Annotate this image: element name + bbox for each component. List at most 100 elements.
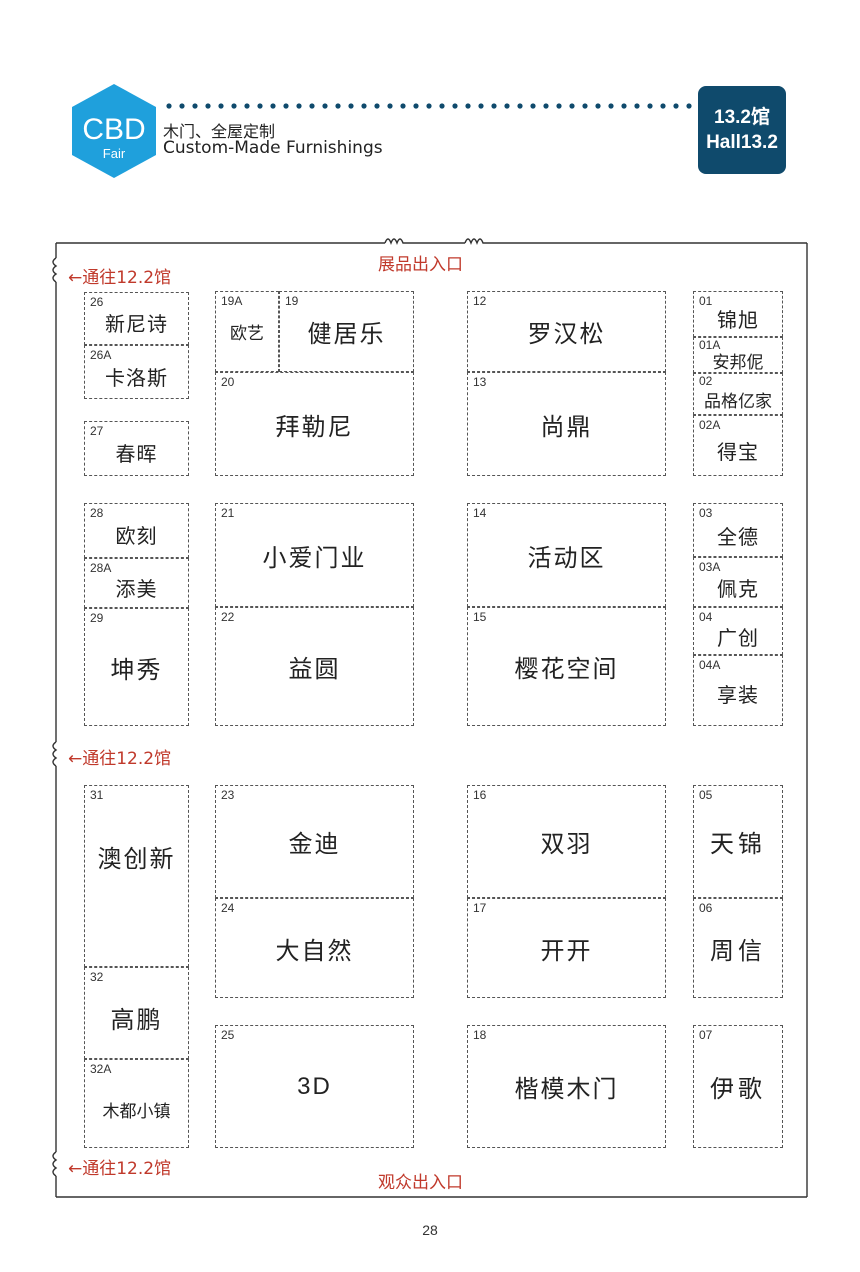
to-hall-12-2-label: ←通往12.2馆 <box>68 749 172 769</box>
booth-17[interactable]: 17 开开 <box>467 898 666 998</box>
booth-02[interactable]: 02 品格亿家 <box>693 373 783 415</box>
booth-number: 02A <box>699 418 721 432</box>
booth-22[interactable]: 22 益圆 <box>215 607 414 726</box>
booth-13[interactable]: 13 尚鼎 <box>467 372 666 476</box>
header-dot <box>556 103 562 109</box>
booth-12[interactable]: 12 罗汉松 <box>467 291 666 372</box>
booth-03[interactable]: 03 全德 <box>693 503 783 557</box>
booth-number: 01A <box>699 338 721 352</box>
booth-19[interactable]: 19 健居乐 <box>279 291 414 372</box>
header-dot <box>387 103 393 109</box>
booth-name: 天锦 <box>710 830 766 858</box>
booth-number: 04A <box>699 658 721 672</box>
booth-26a[interactable]: 26A 卡洛斯 <box>84 345 189 399</box>
booth-number: 24 <box>221 901 235 915</box>
booth-name: 益圆 <box>288 655 341 683</box>
booth-number: 20 <box>221 375 235 389</box>
booth-07[interactable]: 07 伊歌 <box>693 1025 783 1148</box>
booth-number: 14 <box>473 506 487 520</box>
booth-number: 19 <box>285 294 299 308</box>
booth-05[interactable]: 05 天锦 <box>693 785 783 898</box>
header-dot <box>426 103 432 109</box>
booth-name: 春晖 <box>115 442 158 466</box>
header-dot <box>543 103 549 109</box>
booth-29[interactable]: 29 坤秀 <box>84 608 189 726</box>
booth-name: 欧刻 <box>115 524 158 548</box>
booth-name: 坤秀 <box>110 655 163 684</box>
header-dot <box>621 103 627 109</box>
booth-26[interactable]: 26 新尼诗 <box>84 292 189 345</box>
booth-32[interactable]: 32 高鹏 <box>84 967 189 1059</box>
booth-name: 全德 <box>717 524 759 549</box>
header-dot <box>504 103 510 109</box>
header-dot <box>582 103 588 109</box>
booth-01a[interactable]: 01A 安邦伲 <box>693 337 783 373</box>
booth-name: 周信 <box>710 936 766 965</box>
booth-18[interactable]: 18 楷模木门 <box>467 1025 666 1148</box>
booth-14-activity-area[interactable]: 14 活动区 <box>467 503 666 607</box>
booth-number: 15 <box>473 610 487 624</box>
header-dot <box>166 103 172 109</box>
header-dot <box>348 103 354 109</box>
booth-16[interactable]: 16 双羽 <box>467 785 666 898</box>
booth-03a[interactable]: 03A 佩克 <box>693 557 783 607</box>
booth-25[interactable]: 25 3D <box>215 1025 414 1148</box>
booth-28a[interactable]: 28A 添美 <box>84 558 189 608</box>
header-dot <box>257 103 263 109</box>
booth-15[interactable]: 15 樱花空间 <box>467 607 666 726</box>
booth-number: 18 <box>473 1028 487 1042</box>
header-dot <box>270 103 276 109</box>
booth-27[interactable]: 27 春晖 <box>84 421 189 476</box>
booth-24[interactable]: 24 大自然 <box>215 898 414 998</box>
booth-number: 32A <box>90 1062 112 1076</box>
booth-32a[interactable]: 32A 木都小镇 <box>84 1059 189 1148</box>
booth-20[interactable]: 20 拜勒尼 <box>215 372 414 476</box>
booth-02a[interactable]: 02A 得宝 <box>693 415 783 476</box>
booth-01[interactable]: 01 锦旭 <box>693 291 783 337</box>
header-dot <box>517 103 523 109</box>
header-dot <box>478 103 484 109</box>
header-dot <box>374 103 380 109</box>
booth-31[interactable]: 31 澳创新 <box>84 785 189 967</box>
booth-number: 05 <box>699 788 713 802</box>
header-dot <box>530 103 536 109</box>
booth-number: 16 <box>473 788 487 802</box>
booth-name: 品格亿家 <box>704 391 772 412</box>
booth-04[interactable]: 04 广创 <box>693 607 783 655</box>
hall-badge: 13.2馆 Hall13.2 <box>698 86 786 174</box>
header-dot <box>244 103 250 109</box>
header-dot <box>400 103 406 109</box>
booth-name: 活动区 <box>527 543 606 572</box>
booth-name: 高鹏 <box>110 1005 163 1034</box>
booth-number: 22 <box>221 610 235 624</box>
booth-04a[interactable]: 04A 享装 <box>693 655 783 726</box>
booth-number: 29 <box>90 611 104 625</box>
booth-number: 04 <box>699 610 713 624</box>
booth-19a[interactable]: 19A 欧艺 <box>215 291 279 372</box>
booth-name: 添美 <box>115 576 158 601</box>
hall-badge-en: Hall13.2 <box>706 132 778 153</box>
booth-number: 28 <box>90 506 104 520</box>
booth-28[interactable]: 28 欧刻 <box>84 503 189 558</box>
header-dot <box>231 103 237 109</box>
header-dot <box>283 103 289 109</box>
header-dot <box>673 103 679 109</box>
booth-name: 广创 <box>717 625 759 650</box>
booth-name: 尚鼎 <box>540 412 593 441</box>
category-title-en: Custom-Made Furnishings <box>163 138 383 158</box>
booth-name: 欧艺 <box>230 324 264 344</box>
page-number: 28 <box>422 1222 438 1238</box>
booth-number: 23 <box>221 788 235 802</box>
booth-name: 澳创新 <box>97 844 176 873</box>
booth-23[interactable]: 23 金迪 <box>215 785 414 898</box>
category-title-cn: 木门、全屋定制 <box>163 122 276 141</box>
header-dot <box>361 103 367 109</box>
logo-main-text: CBD <box>82 113 145 146</box>
header-dot <box>452 103 458 109</box>
booth-06[interactable]: 06 周信 <box>693 898 783 998</box>
booth-number: 25 <box>221 1028 235 1042</box>
booth-21[interactable]: 21 小爱门业 <box>215 503 414 607</box>
header-dot <box>205 103 211 109</box>
header-dot <box>634 103 640 109</box>
booth-number: 06 <box>699 901 713 915</box>
